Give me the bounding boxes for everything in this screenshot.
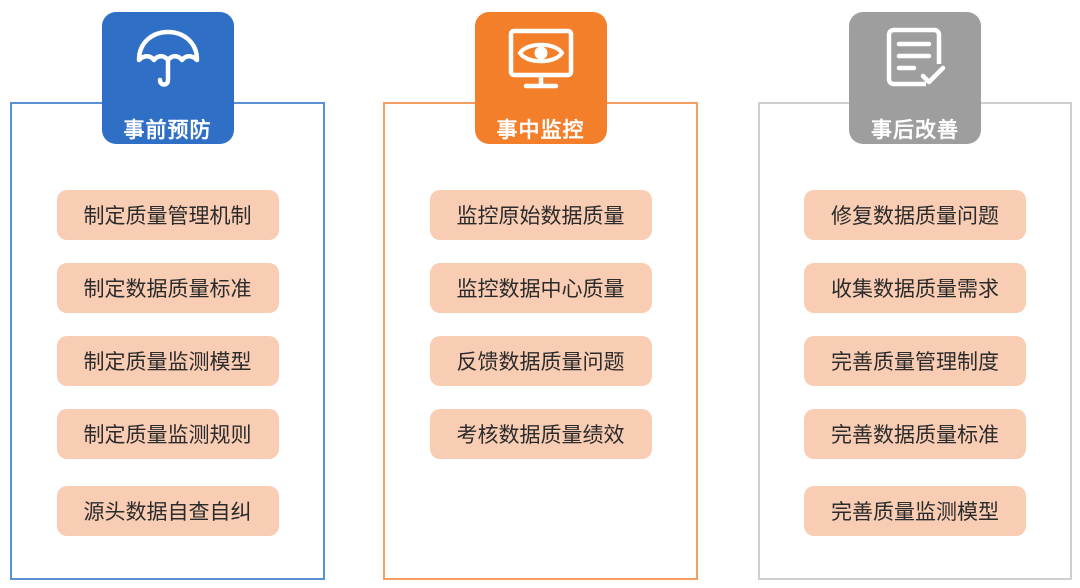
- column-badge: 事后改善: [849, 12, 981, 144]
- list-item: 监控数据中心质量: [429, 263, 652, 313]
- list-item: 收集数据质量需求: [804, 263, 1026, 313]
- column-badge: 事中监控: [474, 12, 607, 144]
- list-item: 制定质量监测规则: [56, 409, 279, 459]
- list-item: 制定数据质量标准: [56, 263, 279, 313]
- column-monitoring: 事中监控 监控原始数据质量 监控数据中心质量 反馈数据质量问题 考核数据质量绩效: [383, 0, 698, 588]
- column-prevention: 事前预防 制定质量管理机制 制定数据质量标准 制定质量监测模型 制定质量监测规则…: [10, 0, 325, 588]
- eye-monitor-icon: [504, 26, 578, 92]
- list-item: 修复数据质量问题: [804, 190, 1026, 240]
- column-badge: 事前预防: [101, 12, 234, 144]
- list-item: 监控原始数据质量: [429, 190, 652, 240]
- list-item: 完善质量监测模型: [804, 486, 1026, 536]
- list-item: 制定质量管理机制: [56, 190, 279, 240]
- list-item: 考核数据质量绩效: [429, 409, 652, 459]
- list-item: 反馈数据质量问题: [429, 336, 652, 386]
- list-item: 完善质量管理制度: [804, 336, 1026, 386]
- column-title: 事中监控: [496, 118, 585, 142]
- umbrella-icon: [131, 26, 205, 92]
- document-check-icon: [878, 26, 952, 92]
- list-item: 源头数据自查自纠: [56, 486, 279, 536]
- list-item: 制定质量监测模型: [56, 336, 279, 386]
- list-item: 完善数据质量标准: [804, 409, 1026, 459]
- column-improvement: 事后改善 修复数据质量问题 收集数据质量需求 完善质量管理制度 完善数据质量标准…: [758, 0, 1072, 588]
- column-title: 事后改善: [871, 118, 959, 142]
- column-title: 事前预防: [123, 118, 212, 142]
